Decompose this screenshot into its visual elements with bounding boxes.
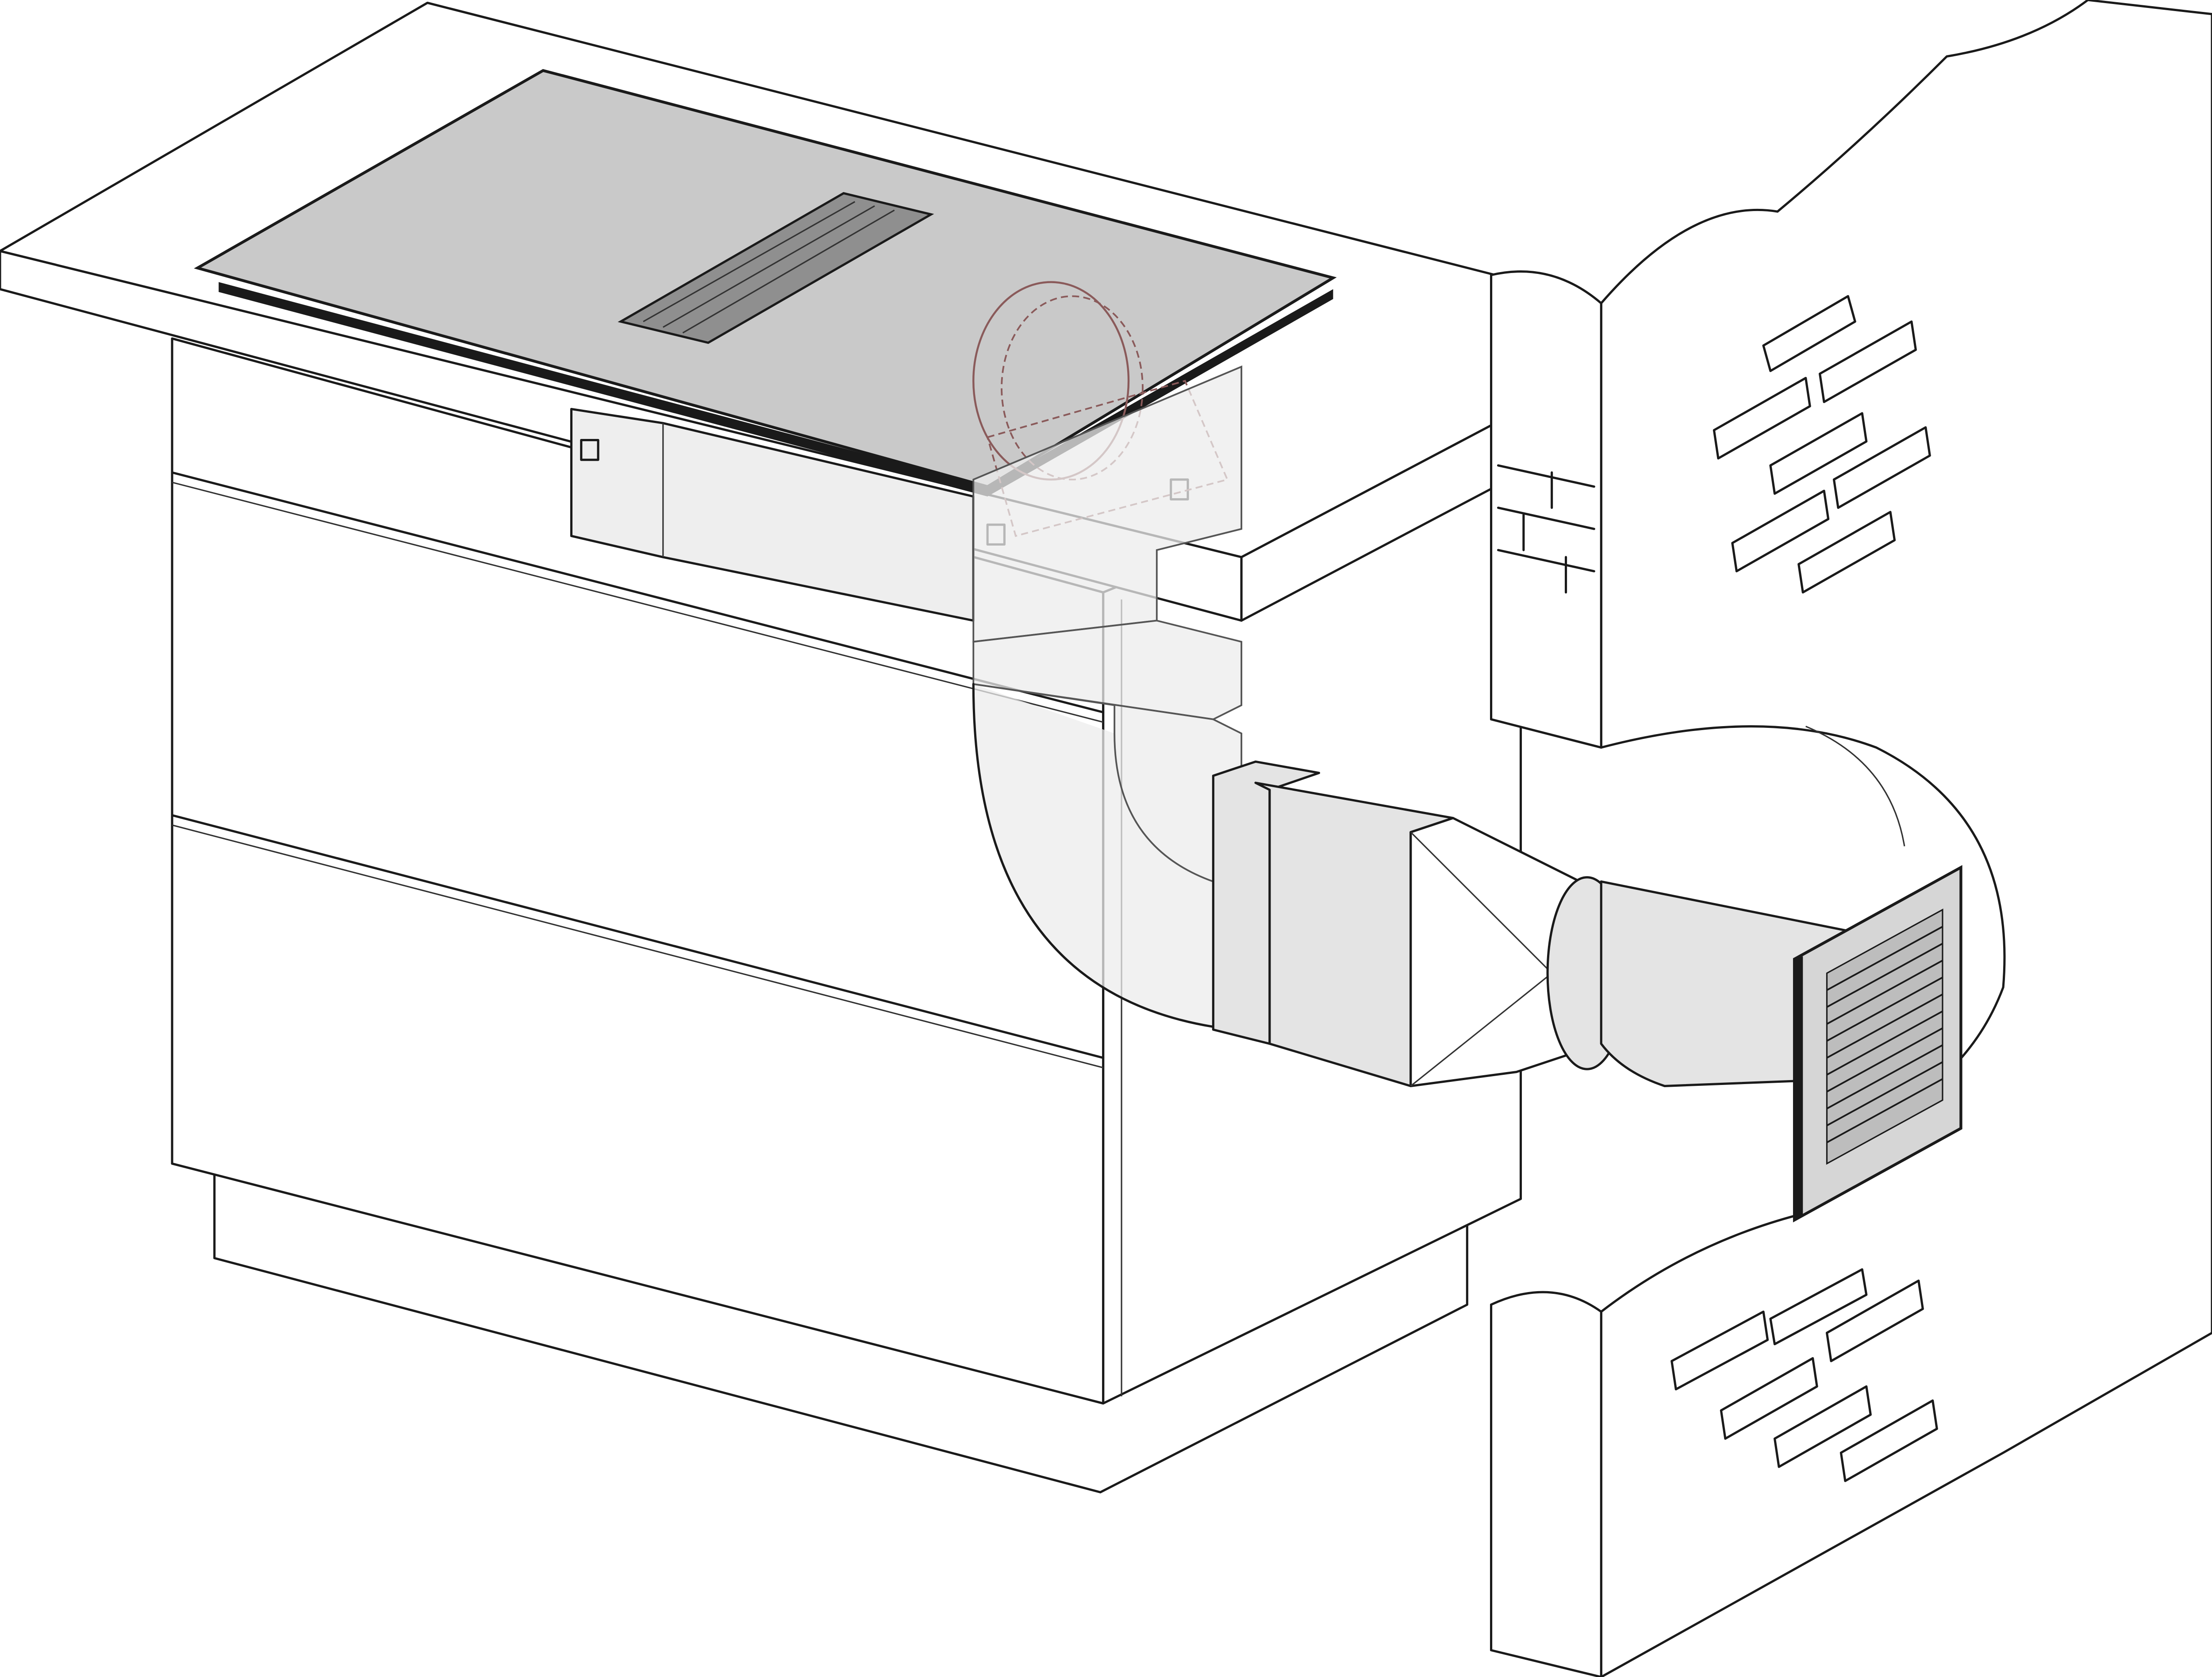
cooktop — [194, 69, 1337, 497]
brick — [1818, 320, 1917, 404]
louvre-lines — [1826, 926, 1943, 1143]
brick — [1731, 489, 1830, 573]
duct-system — [972, 365, 1849, 1087]
brick — [1769, 1268, 1868, 1346]
brick — [1720, 1357, 1818, 1440]
drawer-line-2b — [172, 824, 1104, 1069]
grille-edge — [1794, 956, 1803, 1220]
duct-bend-outer — [972, 683, 1214, 1028]
transition-crease — [1410, 973, 1552, 1087]
brick — [1671, 1310, 1769, 1391]
brick — [1825, 1279, 1924, 1362]
wall-cutout-edge — [1805, 726, 1905, 846]
brick — [1773, 1385, 1872, 1468]
drawer-line-2 — [171, 814, 1105, 1059]
wall — [1490, 0, 2212, 1677]
transition-crease — [1410, 831, 1552, 974]
wall-lower-front — [1490, 1291, 1602, 1677]
brick — [1797, 511, 1896, 594]
vent-slat — [682, 209, 895, 334]
downdraft-vent — [618, 192, 934, 344]
drawer-line-1b — [172, 481, 1104, 723]
brick — [1769, 412, 1868, 495]
vent-slat — [662, 205, 875, 328]
wall-grille — [1793, 865, 1962, 1223]
brick — [1832, 426, 1931, 509]
brick — [1839, 1399, 1938, 1482]
brick-front — [1497, 464, 1595, 594]
bricks — [1497, 295, 1938, 1482]
box-clip — [580, 438, 599, 461]
grille-louvres — [1826, 908, 1943, 1165]
flexible-duct — [1600, 880, 1849, 1087]
wall-upper-front — [1490, 270, 1602, 749]
brick — [1762, 295, 1856, 372]
vent-slat — [643, 201, 856, 323]
wall-upper-side — [1600, 0, 2212, 1677]
brick — [1713, 377, 1811, 460]
drawer-line-1 — [171, 471, 1105, 714]
